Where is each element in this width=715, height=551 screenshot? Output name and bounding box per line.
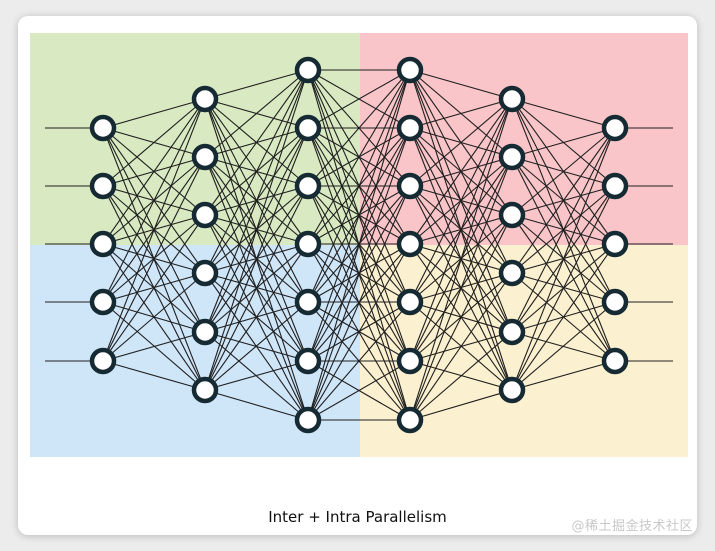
network-edges bbox=[45, 69, 673, 421]
connection-edge bbox=[409, 98, 513, 421]
layer-1-node-5 bbox=[89, 347, 117, 375]
connection-edge bbox=[204, 69, 309, 391]
connection-edge bbox=[204, 389, 309, 421]
connection-edge bbox=[204, 69, 309, 274]
connection-edge bbox=[307, 127, 411, 421]
layer-2-node-5 bbox=[191, 318, 219, 346]
layer-2-node-1 bbox=[191, 85, 219, 113]
layer-1-node-1 bbox=[89, 114, 117, 142]
connection-edge bbox=[204, 69, 309, 100]
connection-edge bbox=[511, 127, 616, 274]
layer-4-node-5 bbox=[396, 288, 424, 316]
connection-edge bbox=[511, 127, 616, 391]
layer-1-node-2 bbox=[89, 172, 117, 200]
connection-edge bbox=[409, 98, 513, 245]
layer-6-node-1 bbox=[601, 114, 629, 142]
connection-edge bbox=[307, 69, 411, 187]
connection-edge bbox=[409, 389, 513, 421]
connection-edge bbox=[102, 98, 206, 362]
layer-5-node-6 bbox=[498, 376, 526, 404]
connection-edge bbox=[307, 301, 411, 421]
layer-4-node-4 bbox=[396, 230, 424, 258]
connection-edge bbox=[409, 98, 513, 303]
layer-4-node-6 bbox=[396, 347, 424, 375]
layer-5-node-3 bbox=[498, 201, 526, 229]
connection-edge bbox=[511, 127, 616, 216]
layer-6-node-4 bbox=[601, 288, 629, 316]
connection-edge bbox=[307, 69, 411, 245]
connection-edge bbox=[511, 360, 616, 391]
layer-1-node-3 bbox=[89, 230, 117, 258]
layer-6-node-3 bbox=[601, 230, 629, 258]
connection-edge bbox=[102, 331, 206, 362]
layer-2-node-6 bbox=[191, 376, 219, 404]
layer-3-node-2 bbox=[294, 114, 322, 142]
connection-edge bbox=[204, 69, 309, 216]
layer-3-node-5 bbox=[294, 288, 322, 316]
layer-3-node-1 bbox=[294, 56, 322, 84]
layer-1-node-4 bbox=[89, 288, 117, 316]
figure-caption: Inter + Intra Parallelism bbox=[268, 508, 447, 526]
connection-edge bbox=[307, 243, 411, 421]
connection-edge bbox=[511, 98, 616, 129]
connection-edge bbox=[102, 156, 206, 362]
connection-edge bbox=[511, 127, 616, 333]
layer-2-node-3 bbox=[191, 201, 219, 229]
connection-edge bbox=[409, 98, 513, 129]
layer-3-node-4 bbox=[294, 230, 322, 258]
connection-edge bbox=[102, 214, 206, 362]
connection-edge bbox=[204, 127, 309, 391]
connection-edge bbox=[307, 69, 411, 303]
connection-edge bbox=[204, 301, 309, 391]
layer-4-node-1 bbox=[396, 56, 424, 84]
connection-edge bbox=[102, 98, 206, 303]
connection-edge bbox=[204, 185, 309, 391]
connection-edge bbox=[409, 331, 513, 421]
layer-2-node-2 bbox=[191, 143, 219, 171]
layer-4-node-3 bbox=[396, 172, 424, 200]
layer-5-node-5 bbox=[498, 318, 526, 346]
connection-edge bbox=[511, 185, 616, 391]
watermark-text: @稀土掘金技术社区 bbox=[571, 519, 693, 534]
connection-edge bbox=[511, 243, 616, 391]
connection-edge bbox=[204, 69, 309, 333]
layer-5-node-2 bbox=[498, 143, 526, 171]
connection-edge bbox=[409, 272, 513, 421]
connection-edge bbox=[511, 127, 616, 158]
connection-edge bbox=[307, 360, 411, 421]
connection-edge bbox=[409, 98, 513, 187]
connection-edge bbox=[409, 69, 513, 100]
connection-edge bbox=[511, 301, 616, 391]
connection-edge bbox=[102, 360, 206, 391]
connection-edge bbox=[409, 214, 513, 421]
connection-edge bbox=[102, 98, 206, 187]
layer-3-node-6 bbox=[294, 347, 322, 375]
connection-edge bbox=[307, 69, 411, 362]
layer-3-node-7 bbox=[294, 406, 322, 434]
layer-4-node-2 bbox=[396, 114, 424, 142]
connection-edge bbox=[409, 156, 513, 421]
layer-4-node-7 bbox=[396, 406, 424, 434]
connection-edge bbox=[102, 272, 206, 362]
connection-edge bbox=[102, 98, 206, 129]
layer-5-node-4 bbox=[498, 259, 526, 287]
network-nodes bbox=[89, 56, 629, 434]
layer-6-node-5 bbox=[601, 347, 629, 375]
connection-edge bbox=[307, 69, 411, 129]
connection-edge bbox=[307, 69, 411, 421]
layer-3-node-3 bbox=[294, 172, 322, 200]
connection-edge bbox=[307, 185, 411, 421]
layer-2-node-4 bbox=[191, 259, 219, 287]
layer-6-node-2 bbox=[601, 172, 629, 200]
connection-edge bbox=[204, 243, 309, 391]
connection-edge bbox=[102, 98, 206, 245]
layer-5-node-1 bbox=[498, 85, 526, 113]
connection-edge bbox=[204, 69, 309, 158]
connection-edge bbox=[204, 360, 309, 391]
connection-edge bbox=[409, 98, 513, 362]
